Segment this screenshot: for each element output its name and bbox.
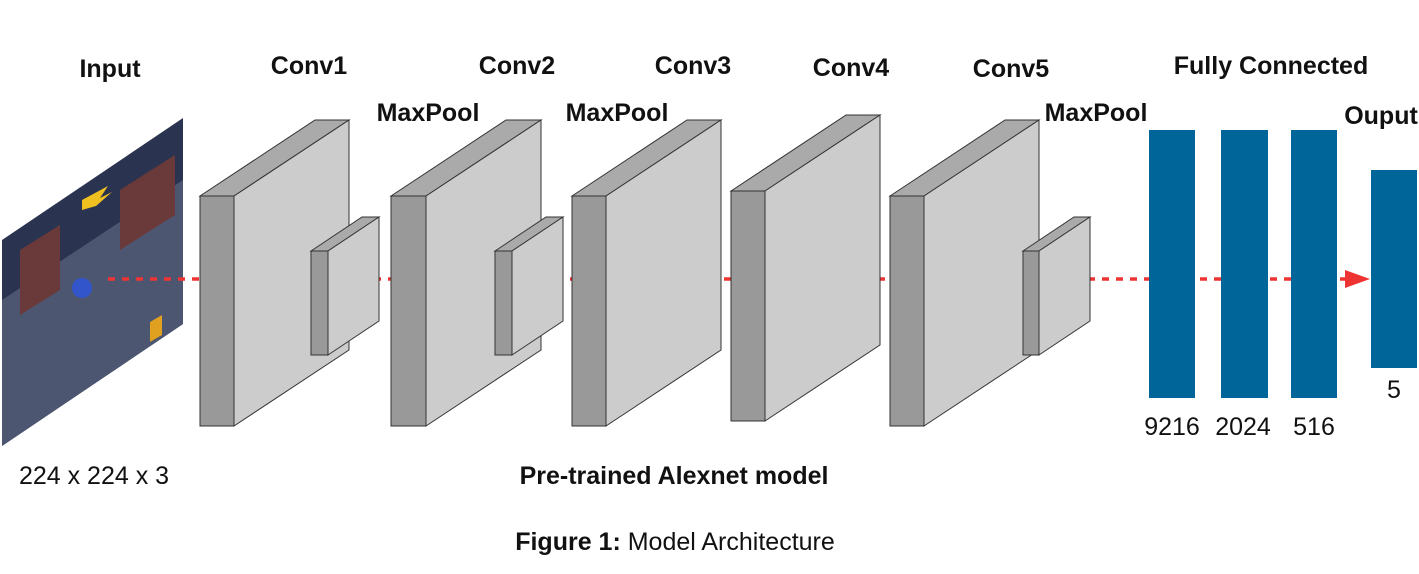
- maxpool2-label: MaxPool: [566, 99, 669, 127]
- conv4-label: Conv4: [813, 54, 890, 82]
- fully-connected-label: Fully Connected: [1174, 52, 1368, 80]
- input-dims-label: 224 x 224 x 3: [19, 462, 169, 490]
- conv5-label: Conv5: [973, 55, 1050, 83]
- maxpool3-block: [1021, 216, 1092, 356]
- conv3-label: Conv3: [655, 52, 731, 80]
- maxpool3-label: MaxPool: [1045, 99, 1148, 127]
- input-image: [2, 118, 183, 446]
- caption-text: Model Architecture: [621, 528, 835, 556]
- input-label: Input: [79, 55, 141, 83]
- output-units-label: 5: [1387, 376, 1401, 404]
- conv4-block: [729, 114, 882, 422]
- conv5-block: [888, 119, 1041, 427]
- output-label: Ouput: [1344, 102, 1418, 130]
- output-bar: [1371, 170, 1417, 368]
- maxpool1-block: [309, 216, 381, 356]
- caption-prefix: Figure 1:: [515, 528, 621, 556]
- maxpool2-block: [493, 216, 565, 356]
- fc-units-label-2: 2024: [1215, 413, 1271, 441]
- fc-units-label-1: 9216: [1144, 413, 1200, 441]
- arrow-head: [1345, 270, 1370, 288]
- conv3-block: [570, 119, 723, 427]
- maxpool1-label: MaxPool: [377, 99, 480, 127]
- fc-bar-2: [1221, 130, 1268, 398]
- conv2-label: Conv2: [479, 52, 555, 80]
- conv1-label: Conv1: [271, 52, 348, 80]
- figure-caption: Figure 1: Model Architecture: [515, 528, 835, 556]
- fc-bar-3: [1291, 130, 1337, 398]
- model-name-label: Pre-trained Alexnet model: [520, 462, 829, 490]
- fc-bar-1: [1149, 130, 1195, 398]
- fc-units-label-3: 516: [1293, 413, 1335, 441]
